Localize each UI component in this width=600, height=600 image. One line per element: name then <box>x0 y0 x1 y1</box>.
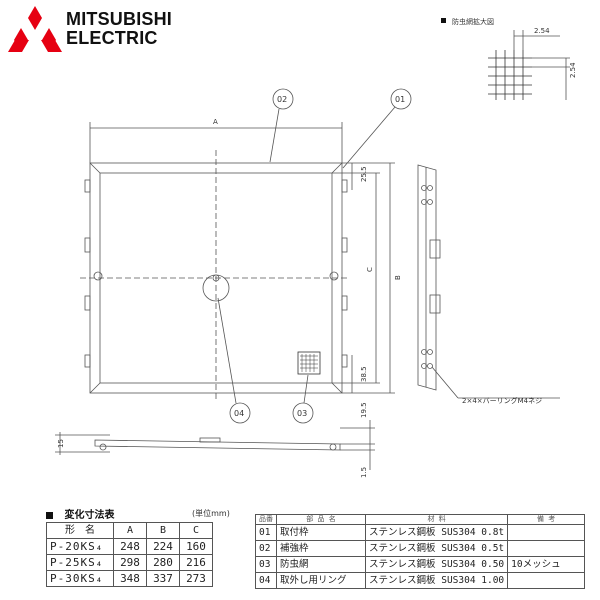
part-name: 補強枠 <box>276 540 366 557</box>
dim-table-title: 変化寸法表 <box>64 510 115 521</box>
part-note <box>507 524 586 541</box>
callout-02-label: 02 <box>277 95 287 104</box>
mesh-pitch-horizontal: 2.54 <box>534 27 550 35</box>
mitsubishi-diamonds-logo <box>8 6 62 52</box>
part-name: 取付枠 <box>276 524 366 541</box>
part-no: 04 <box>255 572 277 589</box>
table-row: P-25KS₄ 298 280 216 <box>46 554 213 571</box>
value-cell: 248 <box>113 538 147 555</box>
value-cell: 216 <box>179 554 213 571</box>
value-cell: 280 <box>146 554 180 571</box>
side-note: 2×4×バーリングM4ネジ <box>462 396 542 405</box>
dim-c-label: C <box>366 267 374 272</box>
dim-side-19-5: 19.5 <box>360 402 368 418</box>
mesh-detail-grid <box>488 50 532 100</box>
mesh-pitch-vertical: 2.54 <box>569 62 577 78</box>
parts-header-note: 備 考 <box>507 514 586 525</box>
parts-header-no: 品番 <box>255 514 277 525</box>
value-cell: 273 <box>179 570 213 587</box>
table-row: P-20KS₄ 248 224 160 <box>46 538 213 555</box>
dim-b-label: B <box>394 275 402 280</box>
part-name: 取外し用リング <box>276 572 366 589</box>
square-bullet-icon <box>46 511 53 519</box>
dim-left-15: 15 <box>57 439 65 448</box>
mesh-detail-title: 防虫網拡大図 <box>452 17 494 26</box>
part-note: 10メッシュ <box>507 556 586 573</box>
dim-a-label: A <box>213 118 218 126</box>
callout-04-circle <box>229 402 251 424</box>
callout-04-label: 04 <box>234 409 244 418</box>
model-cell: P-30KS₄ <box>46 570 114 587</box>
model-cell: P-25KS₄ <box>46 554 114 571</box>
callout-03-label: 03 <box>297 409 307 418</box>
callout-03-circle <box>292 402 314 424</box>
dim-bottom-offset: 38.5 <box>360 366 368 382</box>
dim-table-heading: 変化寸法表 <box>46 506 114 521</box>
brand-name: MITSUBISHI ELECTRIC <box>66 10 172 48</box>
parts-header-row: 品番 部 品 名 材 料 備 考 <box>255 514 586 525</box>
technical-drawing: 防虫網拡大図 2.54 2.54 02 01 04 03 A B C 25.5 … <box>55 17 577 478</box>
part-no: 02 <box>255 540 277 557</box>
table-row: 01 取付枠 ステンレス鋼板 SUS304 0.8t <box>255 524 586 541</box>
value-cell: 348 <box>113 570 147 587</box>
dim-header-c: C <box>179 522 213 539</box>
table-row: P-30KS₄ 348 337 273 <box>46 570 213 587</box>
mesh-detail-square-icon <box>441 18 446 23</box>
part-no: 03 <box>255 556 277 573</box>
part-no: 01 <box>255 524 277 541</box>
model-cell: P-20KS₄ <box>46 538 114 555</box>
part-name: 防虫網 <box>276 556 366 573</box>
section-view-profile <box>94 439 341 451</box>
brand-line-1: MITSUBISHI <box>66 9 173 29</box>
brand-line-2: ELECTRIC <box>66 28 158 48</box>
value-cell: 337 <box>146 570 180 587</box>
part-note <box>507 540 586 557</box>
table-row: 04 取外し用リング ステンレス鋼板 SUS304 1.00 <box>255 572 586 589</box>
part-note <box>507 572 586 589</box>
dim-table: 形 名 A B C P-20KS₄ 248 224 160 P-25KS₄ 29… <box>46 522 213 587</box>
dim-table-header-row: 形 名 A B C <box>46 522 213 539</box>
parts-header-material: 材 料 <box>364 514 509 525</box>
dim-header-b: B <box>146 522 180 539</box>
part-material: ステンレス鋼板 SUS304 0.50 <box>364 556 509 573</box>
part-material: ステンレス鋼板 SUS304 1.00 <box>364 572 509 589</box>
side-view-profile <box>417 164 437 391</box>
value-cell: 224 <box>146 538 180 555</box>
callout-01-circle <box>390 88 412 110</box>
table-row: 02 補強枠 ステンレス鋼板 SUS304 0.5t <box>255 540 586 557</box>
part-material: ステンレス鋼板 SUS304 0.5t <box>364 540 509 557</box>
part-material: ステンレス鋼板 SUS304 0.8t <box>364 524 509 541</box>
callout-02-circle <box>272 88 294 110</box>
dim-header-model: 形 名 <box>46 522 114 539</box>
dim-table-unit: (単位mm) <box>192 509 230 518</box>
value-cell: 298 <box>113 554 147 571</box>
value-cell: 160 <box>179 538 213 555</box>
parts-table: 品番 部 品 名 材 料 備 考 01 取付枠 ステンレス鋼板 SUS304 0… <box>255 514 586 589</box>
callout-01-label: 01 <box>395 95 405 104</box>
dim-side-1-5: 1.5 <box>360 467 368 478</box>
table-row: 03 防虫網 ステンレス鋼板 SUS304 0.50 10メッシュ <box>255 556 586 573</box>
dim-top-offset: 25.5 <box>360 166 368 182</box>
parts-header-name: 部 品 名 <box>276 514 366 525</box>
mesh-patch <box>297 351 321 375</box>
dim-header-a: A <box>113 522 147 539</box>
